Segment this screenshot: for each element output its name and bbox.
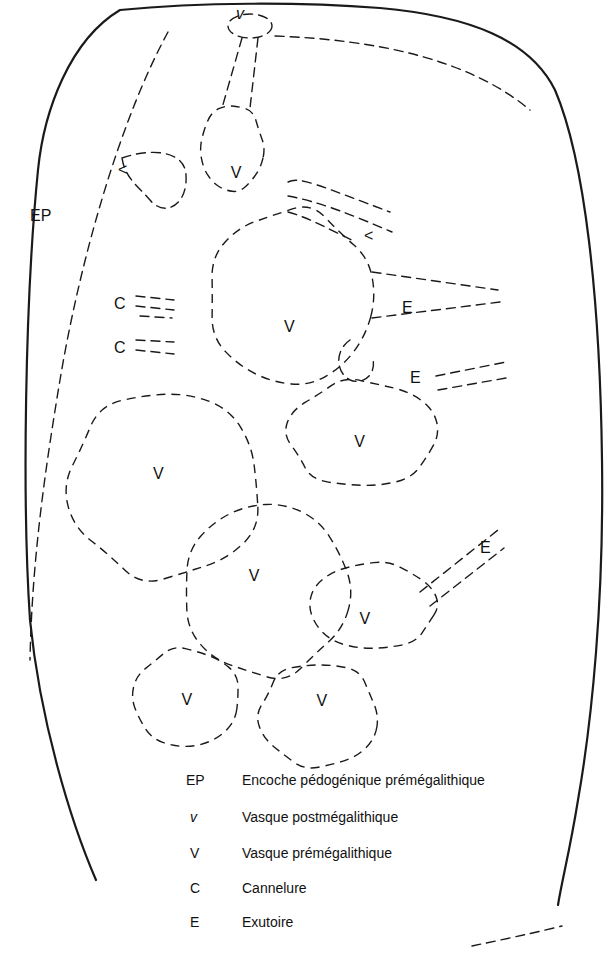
legend-text: Vasque prémégalithique bbox=[242, 846, 392, 860]
basin-letter: V bbox=[153, 466, 164, 482]
notch-code: EP bbox=[30, 208, 51, 224]
basin-letter: V bbox=[182, 692, 193, 708]
basin-code: < bbox=[364, 228, 373, 244]
legend-code: E bbox=[190, 915, 199, 929]
channel bbox=[222, 38, 258, 108]
basin-outline: V bbox=[205, 206, 377, 388]
basin-code: < bbox=[118, 162, 127, 178]
legend-code: C bbox=[190, 881, 200, 895]
basin-shape bbox=[306, 560, 440, 652]
basin-shape bbox=[205, 206, 377, 388]
legend-text: Encoche pédogénique prémégalithique bbox=[242, 773, 485, 787]
pedogenic-notch bbox=[30, 32, 168, 660]
basin-outline: V bbox=[64, 388, 266, 582]
outlet bbox=[420, 530, 504, 606]
legend-code: EP bbox=[186, 773, 205, 787]
groove-code: C bbox=[114, 296, 126, 312]
small-basin bbox=[122, 152, 186, 208]
basin-shape bbox=[256, 660, 382, 770]
basin-outline: V bbox=[306, 560, 440, 652]
crack bbox=[275, 36, 530, 110]
basin-letter: V bbox=[231, 165, 242, 181]
basin-letter: V bbox=[249, 568, 260, 584]
basin-outline: V bbox=[256, 660, 382, 770]
basin-lobe bbox=[339, 340, 374, 381]
basin-shape bbox=[180, 500, 352, 680]
basin-outline: V bbox=[180, 500, 352, 680]
basin-outline: V bbox=[130, 646, 242, 750]
groove-code: C bbox=[114, 340, 126, 356]
basin-code: v bbox=[236, 6, 244, 22]
legend-text: Cannelure bbox=[242, 881, 307, 895]
legend-code: V bbox=[190, 846, 199, 860]
legend-text: Exutoire bbox=[242, 915, 293, 929]
outlet-code: E bbox=[402, 300, 413, 316]
basin-outline: V bbox=[284, 378, 440, 490]
outlet-code: E bbox=[480, 540, 491, 556]
outlet bbox=[436, 362, 506, 390]
basin-letter: V bbox=[360, 611, 371, 627]
basin-shape bbox=[64, 388, 266, 582]
basin-letter: V bbox=[316, 693, 327, 709]
outlet-code: E bbox=[410, 370, 421, 386]
basin-letter: V bbox=[284, 319, 295, 335]
legend-code: v bbox=[190, 810, 197, 824]
small-basin bbox=[228, 14, 272, 38]
outlet bbox=[372, 272, 500, 318]
legend-text: Vasque postmégalithique bbox=[242, 810, 398, 824]
groove bbox=[136, 296, 174, 354]
stone-outline bbox=[26, 4, 603, 905]
basin-outline: V bbox=[198, 102, 266, 194]
stone-bottom bbox=[472, 926, 562, 946]
basin-letter: V bbox=[354, 434, 365, 450]
